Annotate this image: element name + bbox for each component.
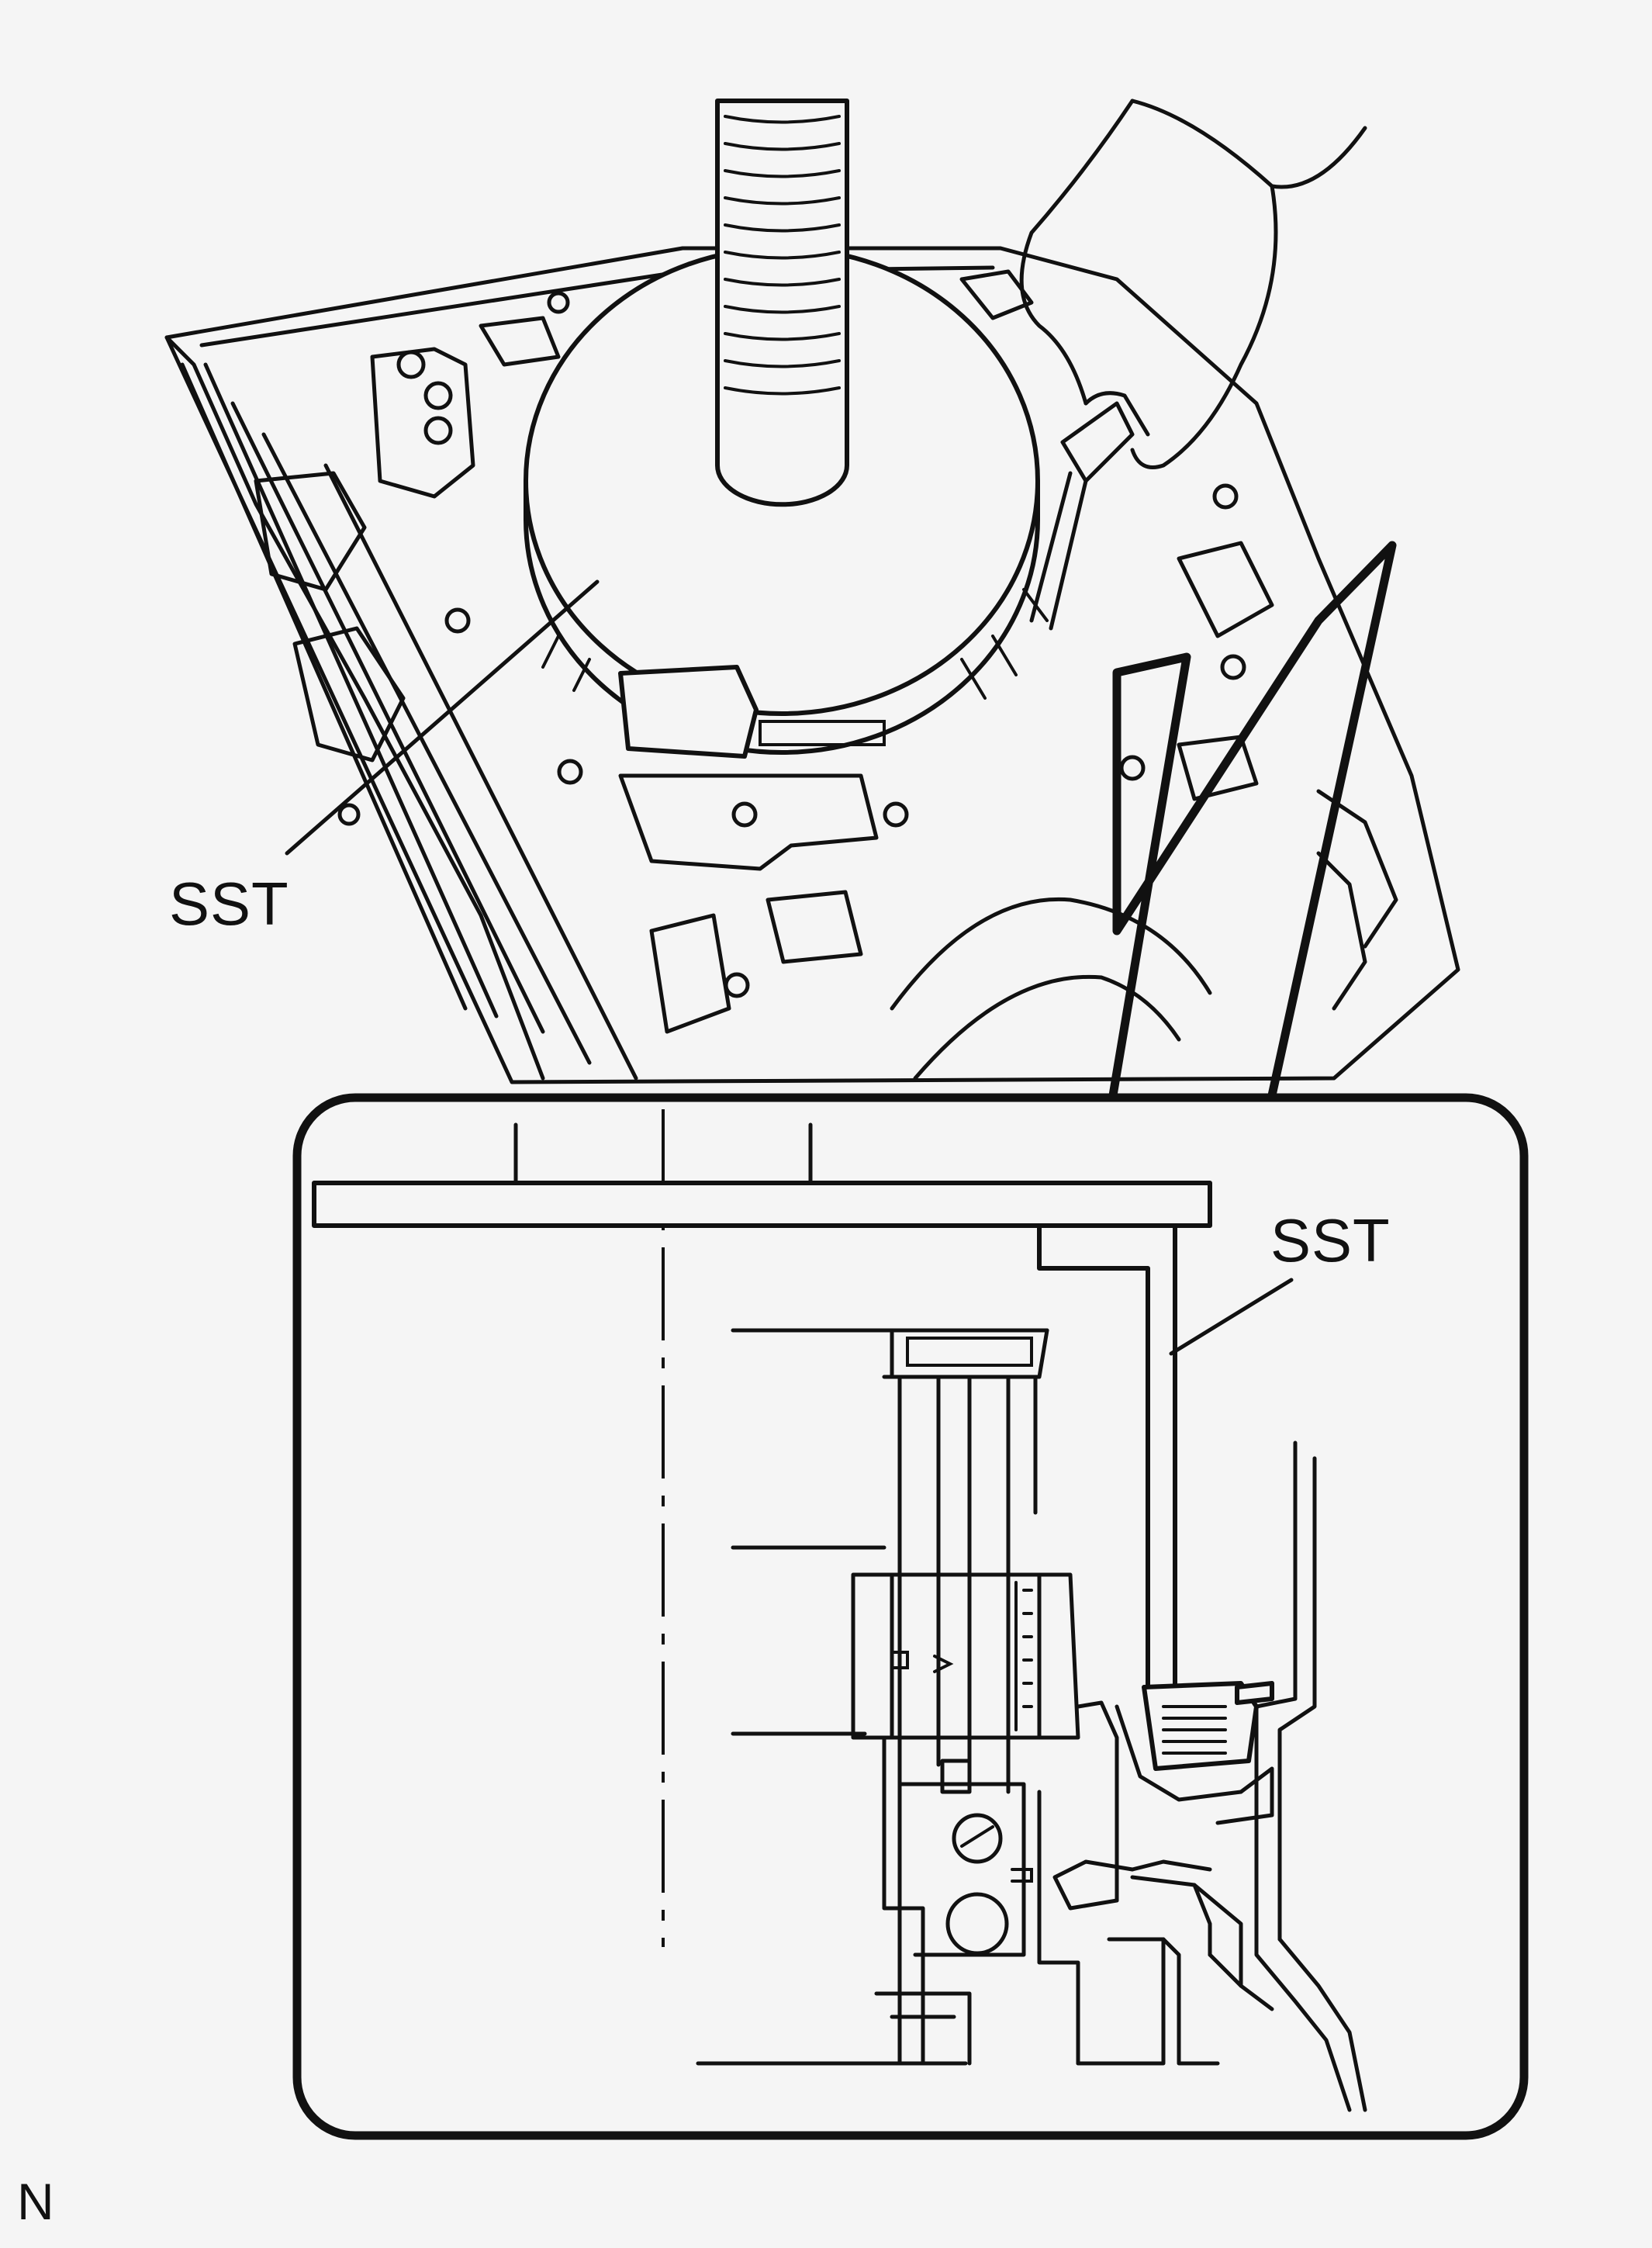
figure-id: N xyxy=(17,2173,55,2230)
sst-label-detail: SST xyxy=(1270,1206,1391,1274)
press-shaft xyxy=(715,99,849,507)
detail-view xyxy=(292,1093,1529,2140)
sst-label-top: SST xyxy=(169,870,289,938)
transmission-case-illustration xyxy=(164,99,1460,1084)
sst-leader-top xyxy=(285,579,600,856)
detail-callout xyxy=(1108,541,1397,1097)
